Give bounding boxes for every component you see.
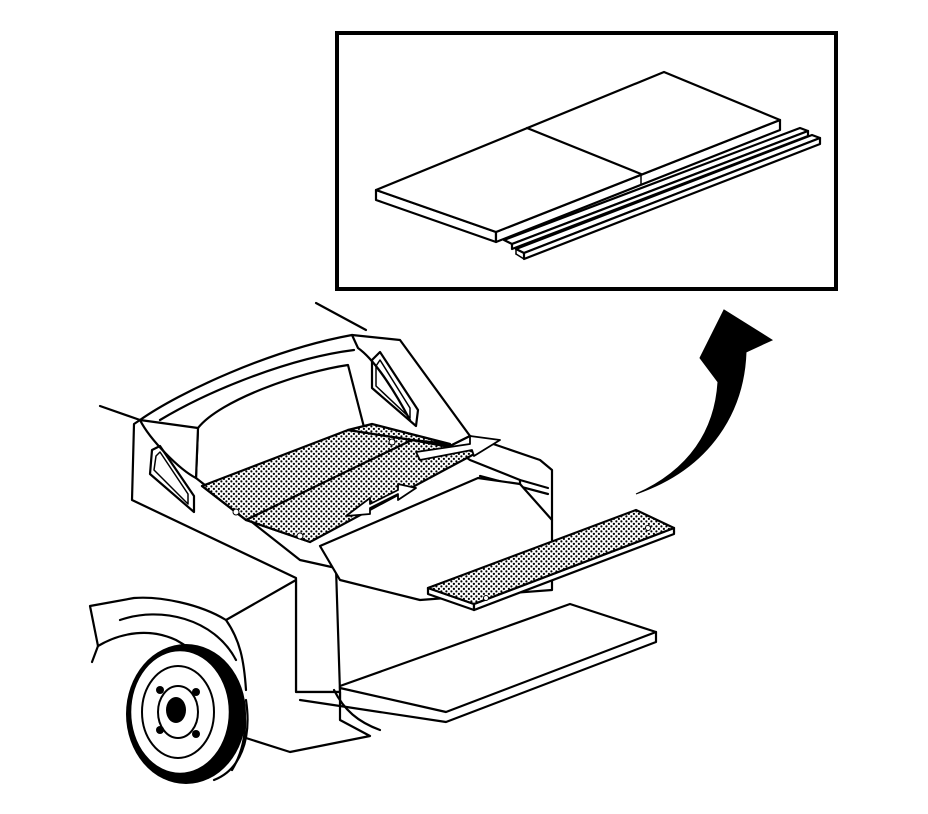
removed-floor-panel — [426, 508, 676, 612]
inset-support-rails — [502, 126, 822, 261]
inset-panel-stack — [374, 70, 782, 244]
tailgate — [338, 602, 658, 724]
installed-floor-panels — [200, 422, 480, 544]
truck-body — [88, 301, 676, 754]
detail-inset — [335, 31, 838, 291]
curved-arrow-up-icon — [635, 309, 774, 495]
arrow-right-icon — [415, 435, 501, 461]
rear-wheel — [126, 644, 249, 784]
double-headed-arrow-icon — [345, 483, 417, 517]
